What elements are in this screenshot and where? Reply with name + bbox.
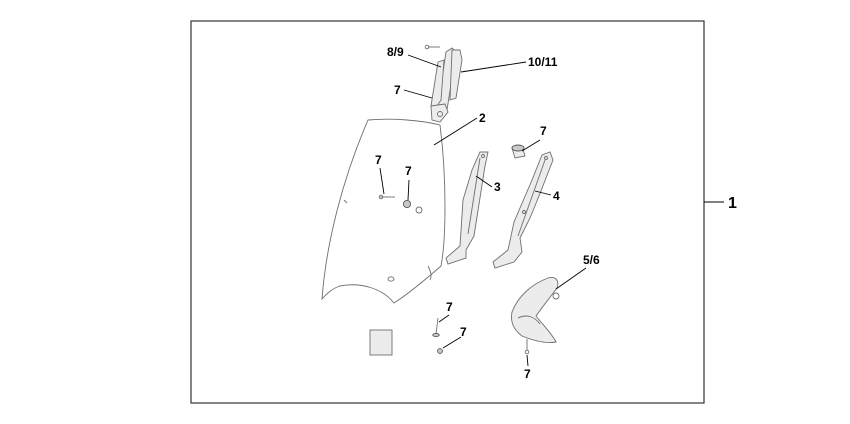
callout-right-stay: 4 [553, 189, 560, 203]
lower-cover-part [511, 277, 560, 343]
right-stay-part [492, 151, 554, 269]
left-stay-part [445, 151, 489, 265]
callout-fastener-bracket: 7 [394, 83, 401, 97]
callout-fastener-screen-washer: 7 [405, 164, 412, 178]
upper-bracket-part [424, 44, 463, 123]
callout-upper-bracket: 8/9 [387, 45, 404, 59]
lower-fasteners [432, 317, 443, 354]
callout-fastener-cap: 7 [540, 124, 547, 138]
callout-lower-cover: 5/6 [583, 253, 600, 267]
callout-assembly: 1 [728, 195, 737, 212]
callout-bracket-plate: 10/11 [528, 55, 558, 69]
callout-left-stay: 3 [494, 180, 501, 194]
callout-fastener-cover: 7 [524, 367, 531, 381]
callout-windscreen: 2 [479, 111, 486, 125]
instruction-sheet-part [369, 329, 393, 356]
callout-fastener-screen-screw: 7 [375, 153, 382, 167]
cap-part [511, 144, 526, 159]
windscreen-part [321, 118, 446, 304]
diagram-frame [190, 20, 705, 404]
callout-fastener-washer-lower: 7 [460, 325, 467, 339]
callout-fastener-bolt-lower: 7 [446, 300, 453, 314]
